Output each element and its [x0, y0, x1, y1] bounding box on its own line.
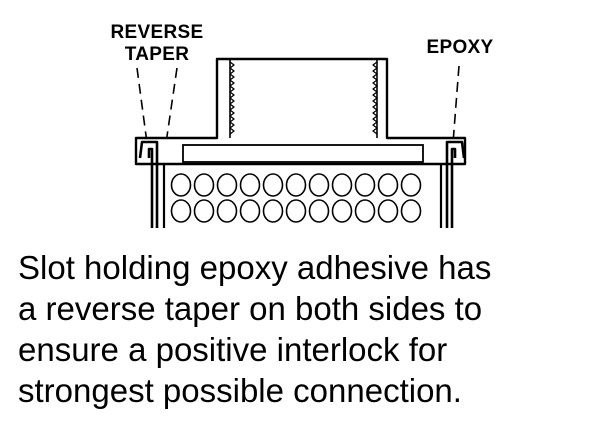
cell-oval — [377, 199, 399, 223]
cell-oval — [400, 173, 422, 197]
caption-text: Slot holding epoxy adhesive has a revers… — [18, 247, 608, 411]
cell-pattern — [170, 173, 422, 223]
cell-oval — [170, 199, 192, 223]
cell-oval — [285, 199, 307, 223]
filter-body — [162, 164, 443, 228]
caption-line-2: a reverse taper on both sides to — [18, 290, 483, 327]
cell-oval — [354, 173, 376, 197]
caption-line-4: strongest possible connection. — [18, 372, 462, 409]
thread-right — [372, 61, 378, 135]
caption-line-3: ensure a positive interlock for — [18, 331, 448, 368]
cell-oval — [377, 173, 399, 197]
cell-oval — [262, 173, 284, 197]
inner-plate — [182, 144, 424, 163]
left-slot — [138, 140, 159, 228]
epoxy-label: EPOXY — [427, 37, 494, 58]
cell-oval — [331, 173, 353, 197]
cell-oval — [193, 173, 215, 197]
cell-oval — [216, 199, 238, 223]
right-slot — [445, 140, 466, 228]
cell-oval — [354, 199, 376, 223]
reverse-taper-label-line2: TAPER — [125, 44, 189, 65]
epoxy-slots — [138, 140, 466, 228]
cell-oval — [262, 199, 284, 223]
cell-oval — [170, 173, 192, 197]
cell-oval — [239, 173, 261, 197]
threaded-fitting — [134, 57, 467, 166]
reverse-taper-label-line1: REVERSE — [111, 22, 204, 43]
caption-line-1: Slot holding epoxy adhesive has — [18, 249, 492, 286]
reverse-taper-leader-right — [165, 67, 178, 144]
cell-oval — [331, 199, 353, 223]
cell-oval — [400, 199, 422, 223]
cell-oval — [216, 173, 238, 197]
epoxy-leader — [452, 65, 460, 144]
cell-oval — [308, 199, 330, 223]
fitting-body — [134, 57, 467, 166]
reverse-taper-leader-left — [136, 67, 148, 144]
cell-oval — [239, 199, 261, 223]
cell-oval — [285, 173, 307, 197]
leader-lines — [136, 65, 460, 144]
cell-oval — [193, 199, 215, 223]
cell-oval — [308, 173, 330, 197]
thread-left — [229, 61, 235, 135]
